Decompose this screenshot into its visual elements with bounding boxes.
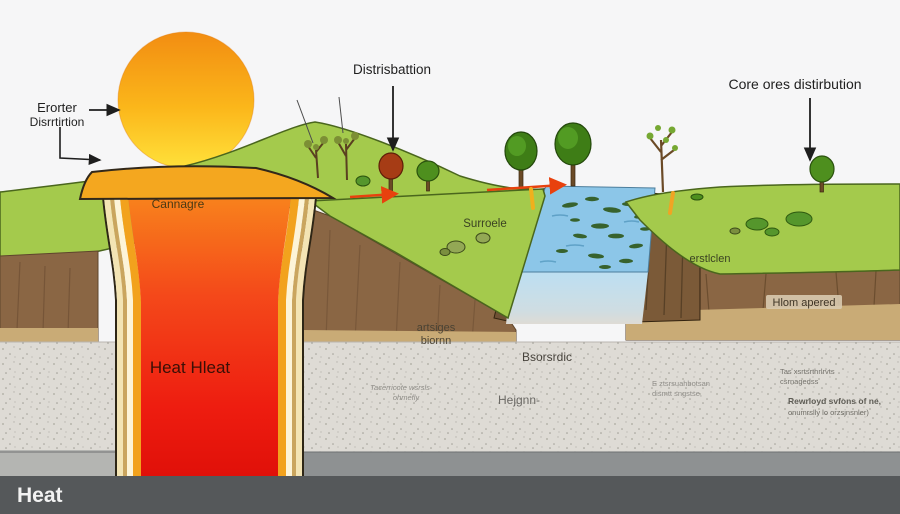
pointer-arrow-hill (59, 127, 102, 166)
bush (745, 217, 769, 231)
label-sun-pointer-line1: Erorter (37, 100, 77, 115)
label-column-body: Heat Hleat (150, 358, 231, 377)
rock (729, 227, 741, 235)
caption-bar: Heat (0, 476, 900, 514)
label-left-soil-line2: biornn (421, 335, 452, 347)
bush (764, 227, 780, 237)
label-sun-pointer-line2: Disrrtirtion (30, 115, 85, 129)
heat-core (128, 197, 291, 476)
note-mid-line1: E ztsrsuahbotsan (652, 379, 710, 388)
river (506, 185, 656, 324)
label-stone-a: Bsorsrdic (522, 350, 572, 364)
note-right2-line2: onumrslly lo orzsjnsnler) (788, 408, 869, 417)
caption-text: Heat (17, 484, 63, 507)
bare-tree (304, 136, 328, 179)
bush (690, 193, 704, 201)
bush (785, 211, 813, 227)
label-right-soil: Hlom apered (773, 297, 836, 309)
flow-arrows (349, 177, 675, 215)
bare-tree (334, 132, 359, 181)
label-right-soil-bg (766, 295, 842, 309)
note-right2-line1: Rewrloyd svfons of ne, (788, 396, 881, 406)
label-hill-pointer: Distrisbattion (353, 62, 431, 77)
note-right-line2: csrnagedss (780, 377, 819, 386)
sapling-tree (646, 125, 678, 193)
soil-left (0, 250, 99, 343)
heat-column (78, 165, 337, 476)
bank-marker-left (529, 187, 535, 210)
slope-grass (307, 188, 546, 320)
leader-line (338, 96, 344, 134)
label-left-soil-line1: artsiges (417, 322, 456, 334)
green-tree (809, 155, 835, 193)
leader-line (296, 99, 314, 144)
river-waves (539, 214, 640, 263)
pointer-arrows (59, 86, 817, 166)
red-tree (378, 152, 404, 192)
label-tree-pointer: Core ores distirbution (728, 76, 861, 92)
label-column-cap: Cannagre (152, 197, 205, 211)
soil-mid (301, 205, 517, 343)
bush (355, 175, 371, 187)
label-slope: Surroele (463, 218, 506, 230)
sun (117, 31, 255, 169)
green-tree (504, 131, 538, 189)
note-mid-line2: dismtt sngstse, (652, 389, 702, 398)
bank-marker-right (668, 191, 675, 215)
flow-arrow-left (349, 186, 399, 204)
green-tree (416, 160, 440, 192)
green-tree (554, 122, 592, 187)
trees (304, 122, 835, 237)
note-left-line2: ohmefly (393, 393, 421, 402)
heat-column-cap (78, 165, 337, 201)
label-stone-b: Hejgnn- (498, 393, 540, 407)
note-left-line1: Tacerricote wsrsls (370, 383, 430, 392)
slope-rocks (439, 232, 491, 256)
flow-arrow-right (486, 177, 567, 195)
note-right-line1: Tas xsrtsrthrlrvts (780, 367, 835, 376)
label-right-grass: erstlclen (690, 253, 731, 265)
